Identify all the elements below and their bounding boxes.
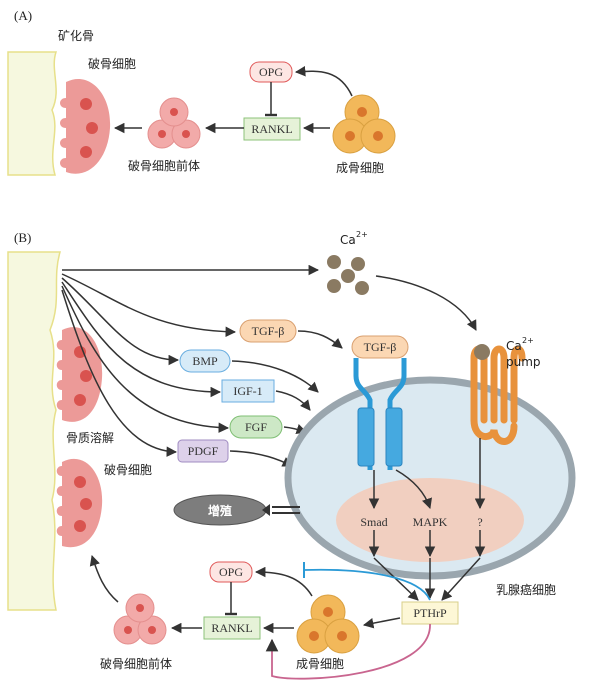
rankl-a-label: RANKL: [251, 122, 292, 136]
mapk-label: MAPK: [413, 515, 448, 529]
osteoblast-b-label: 成骨细胞: [296, 657, 344, 671]
osteoblast-a-label: 成骨细胞: [336, 161, 384, 175]
arrow-osteoblast-to-opg-b: [254, 566, 313, 597]
rankl-b-label: RANKL: [211, 621, 252, 635]
bone-release-arrows: [61, 264, 320, 457]
osteoclast-precursor-b: [113, 593, 167, 645]
osteoblast-b: [296, 594, 360, 654]
proliferation-label: 增殖: [208, 503, 232, 518]
opg-a-label: OPG: [259, 65, 283, 79]
calcium-charge: 2+: [356, 230, 368, 239]
arrow-calcium-to-pump: [375, 275, 477, 331]
osteoblast-a: [332, 94, 396, 154]
rankl-box-a: [243, 117, 301, 141]
receptor-tgf-beta-label: TGF-β: [364, 340, 397, 354]
pdgf-pill: PDGF: [177, 439, 229, 463]
panel-a-label: (A): [14, 8, 32, 23]
smad-label: Smad: [360, 515, 387, 529]
tgf-beta-pill: TGF-β: [239, 319, 297, 343]
mineralized-bone-b: [7, 251, 61, 611]
mineralized-bone-a: [7, 51, 58, 176]
osteoclast-b-label: 破骨细胞: [104, 462, 152, 477]
tgf-beta-receptor: TGF-β: [351, 335, 409, 470]
igf1-label: IGF-1: [233, 384, 262, 398]
mineralized-bone-label: 矿化骨: [58, 29, 94, 43]
bmp-label: BMP: [192, 354, 218, 368]
calcium-cluster: [327, 255, 369, 295]
unknown-pathway-label: ?: [477, 515, 482, 529]
calcium-label: Ca: [340, 233, 356, 247]
osteoclast-b-lower: [56, 458, 103, 548]
tgf-beta-label: TGF-β: [252, 324, 285, 338]
osteoclast-precursor-a: [147, 97, 201, 149]
panel-b-label: (B): [14, 230, 31, 245]
osteoclast-precursor-b-label: 破骨细胞前体: [100, 656, 172, 671]
osteoclast-a-label: 破骨细胞: [88, 56, 136, 71]
osteoclast-precursor-a-label: 破骨细胞前体: [128, 158, 200, 173]
arrow-pthrp-to-osteoblast: [362, 617, 401, 629]
blue-inhibit-line: [303, 568, 431, 601]
pump-ca-charge: 2+: [522, 336, 534, 345]
proliferation-node: 增殖: [173, 494, 267, 526]
rankl-box-b: [203, 616, 261, 640]
bone-resorption-label: 骨质溶解: [66, 430, 114, 445]
proliferation-arrow: [262, 504, 300, 516]
osteoclast-a: [60, 78, 111, 174]
pdgf-label: PDGF: [188, 444, 219, 458]
bmp-pill: BMP: [179, 349, 231, 373]
fgf-label: FGF: [245, 420, 267, 434]
breast-cancer-cell-label: 乳腺癌细胞: [496, 582, 556, 597]
pump-label: pump: [506, 355, 541, 369]
arrow-osteoblast-to-opg-a: [294, 65, 353, 97]
igf1-pill: IGF-1: [221, 379, 275, 403]
fgf-pill: FGF: [229, 415, 283, 439]
arrow-precursor-to-osteoclast-b: [89, 554, 119, 603]
pump-ca-label: Ca: [506, 339, 522, 353]
calcium-pump: [470, 344, 526, 445]
signal-arrows: [368, 438, 486, 601]
pthrp-label: PTHrP: [413, 606, 447, 620]
pink-activate-line: [265, 623, 431, 680]
opg-b-label: OPG: [219, 565, 243, 579]
